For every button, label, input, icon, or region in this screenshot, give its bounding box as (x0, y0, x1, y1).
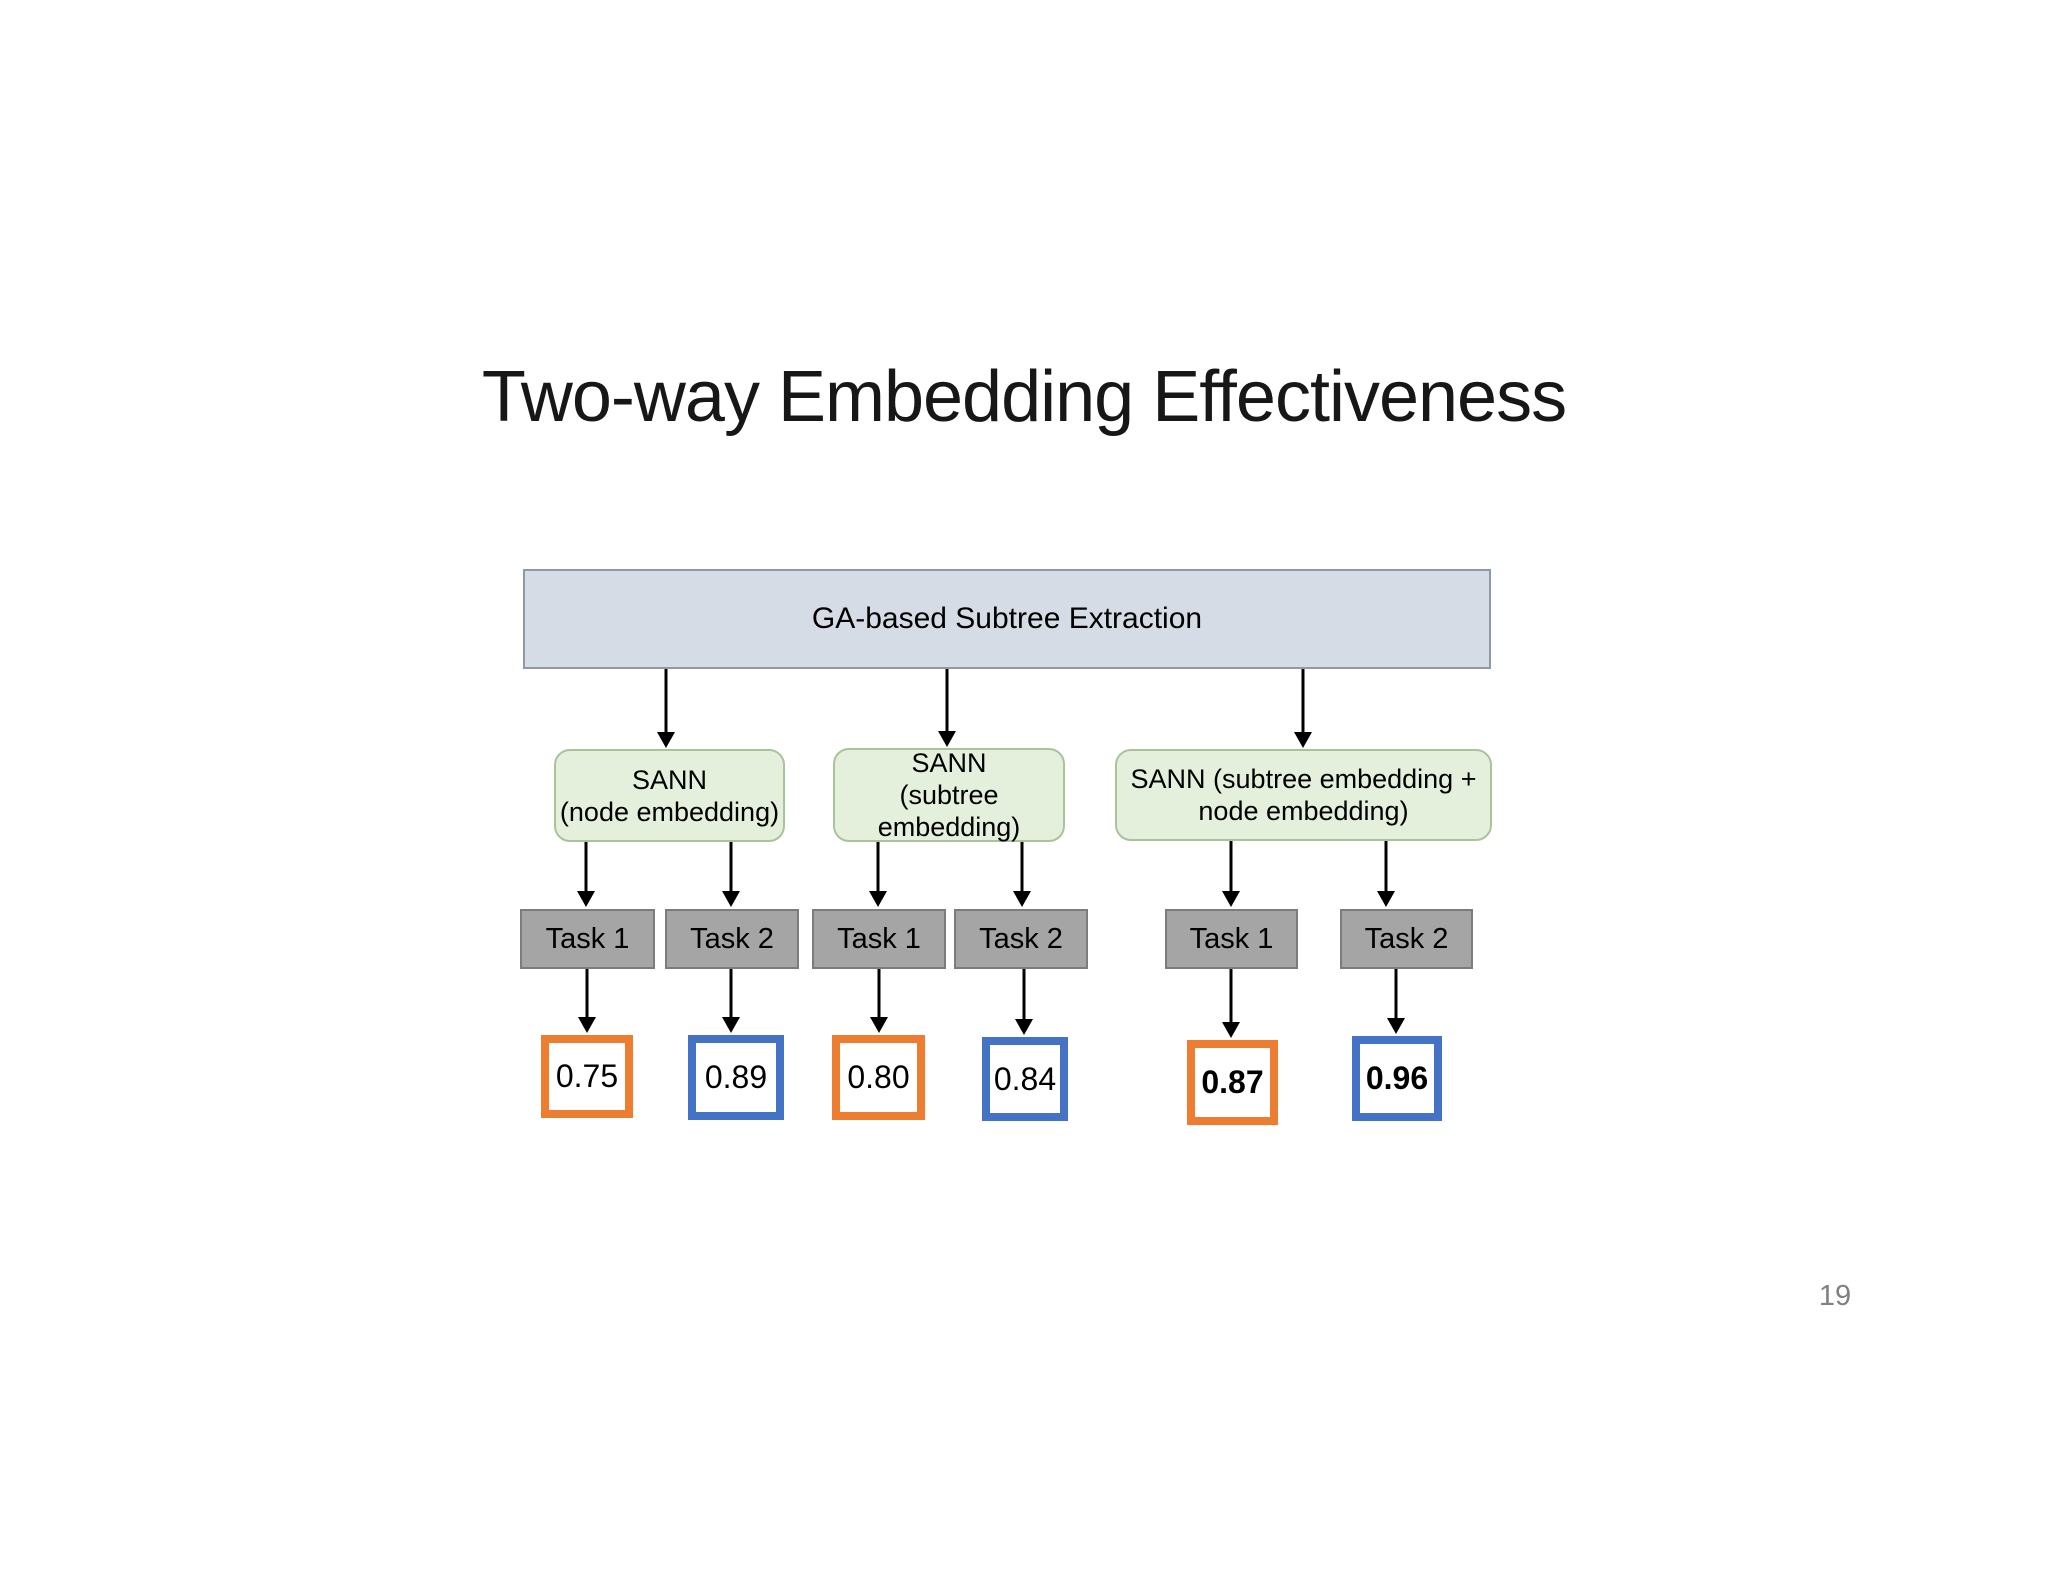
result-branch2-task1: 0.80 (832, 1035, 925, 1120)
task-label: Task 1 (837, 922, 921, 955)
arrow-root-to-green-3 (1294, 669, 1312, 748)
arrow-root-to-green-1 (657, 669, 675, 748)
arrow-task1-to-value1 (578, 969, 596, 1033)
node-sann-subtree-embedding: SANN (subtree embedding) (833, 748, 1065, 842)
arrow-task6-to-value6 (1387, 969, 1405, 1034)
arrow-task4-to-value4 (1015, 969, 1033, 1035)
page-number: 19 (1818, 1280, 1852, 1312)
task-label: Task 2 (979, 922, 1063, 955)
result-value: 0.80 (847, 1059, 910, 1095)
node-branch3-task2: Task 2 (1340, 909, 1473, 969)
node-label-line: (subtree (899, 780, 999, 810)
node-label-line: SANN (subtree embedding + (1130, 764, 1477, 794)
node-branch2-task1: Task 1 (812, 909, 946, 969)
result-branch2-task2: 0.84 (982, 1037, 1068, 1121)
node-branch2-task2: Task 2 (954, 909, 1088, 969)
result-branch1-task1: 0.75 (541, 1035, 633, 1118)
arrow-green3-to-task6 (1377, 841, 1395, 907)
result-branch3-task2: 0.96 (1352, 1036, 1442, 1121)
slide-title: Two-way Embedding Effectiveness (481, 357, 1567, 437)
result-branch3-task1: 0.87 (1187, 1040, 1278, 1125)
node-ga-subtree-extraction: GA-based Subtree Extraction (523, 569, 1491, 669)
node-label-line: node embedding) (1198, 796, 1409, 826)
node-branch3-task1: Task 1 (1165, 909, 1298, 969)
result-value: 0.89 (704, 1059, 768, 1095)
node-sann-node-embedding: SANN (node embedding) (554, 749, 785, 842)
node-branch1-task2: Task 2 (665, 909, 799, 969)
node-ga-subtree-extraction-label: GA-based Subtree Extraction (811, 602, 1203, 635)
arrow-green1-to-task1 (577, 842, 595, 907)
arrow-green3-to-task5 (1222, 841, 1240, 907)
result-value: 0.87 (1201, 1064, 1264, 1100)
arrow-task2-to-value2 (722, 969, 740, 1033)
result-value: 0.84 (993, 1060, 1057, 1097)
arrow-task5-to-value5 (1222, 969, 1240, 1038)
arrow-green2-to-task3 (869, 842, 887, 907)
node-label-line: (node embedding) (559, 796, 780, 827)
result-value: 0.75 (555, 1058, 619, 1094)
node-label-line: embedding) (877, 812, 1021, 842)
result-value: 0.96 (1365, 1060, 1429, 1096)
task-label: Task 1 (1189, 922, 1274, 955)
result-branch1-task2: 0.89 (688, 1035, 784, 1120)
node-label-line: SANN (911, 748, 987, 778)
arrow-green2-to-task4 (1013, 842, 1031, 907)
task-label: Task 2 (1364, 922, 1449, 955)
task-label: Task 2 (690, 922, 774, 955)
task-label: Task 1 (545, 922, 630, 955)
arrow-green1-to-task2 (722, 842, 740, 907)
node-label-line: SANN (631, 764, 707, 795)
arrow-task3-to-value3 (870, 969, 888, 1033)
arrow-root-to-green-2 (938, 669, 956, 747)
node-sann-subtree-plus-node-embedding: SANN (subtree embedding + node embedding… (1115, 749, 1492, 841)
node-branch1-task1: Task 1 (520, 909, 655, 969)
